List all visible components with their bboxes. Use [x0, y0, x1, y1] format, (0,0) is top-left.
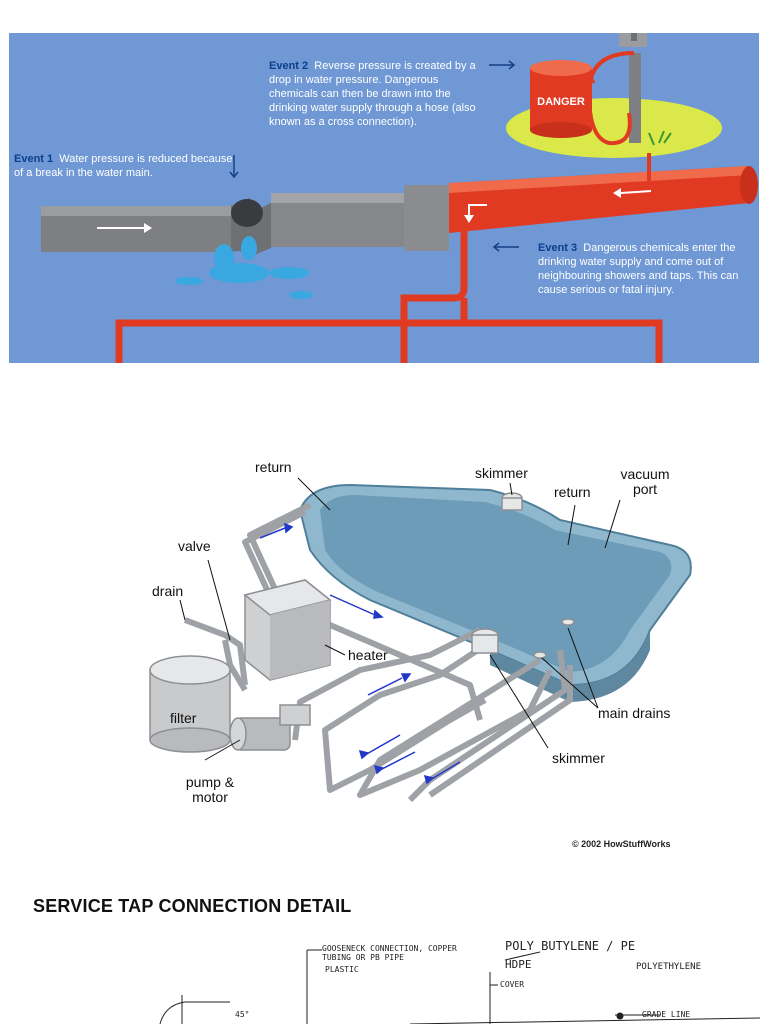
event-1-text: Event 1 Water pressure is reduced becaus…: [14, 152, 239, 180]
event-2-text: Event 2 Reverse pressure is created by a…: [269, 59, 484, 129]
label-drain: drain: [152, 584, 183, 599]
danger-label: DANGER: [537, 96, 585, 108]
event-2-tag: Event 2: [269, 60, 308, 72]
note-poly: POLY BUTYLENE / PE: [505, 942, 635, 951]
label-skimmer-bottom: skimmer: [552, 751, 605, 766]
heater-box: [245, 580, 330, 680]
label-main-drains: main drains: [598, 706, 670, 721]
note-cover: COVER: [500, 980, 524, 989]
event-3-text: Event 3 Dangerous chemicals enter the dr…: [538, 241, 743, 297]
service-tap-title: SERVICE TAP CONNECTION DETAIL: [33, 896, 352, 917]
note-hdpe: HDPE: [505, 960, 532, 969]
note-gooseneck: GOOSENECK CONNECTION, COPPER TUBING OR P…: [322, 944, 472, 962]
note-angle: 45°: [235, 1010, 249, 1019]
note-polyethylene: POLYETHYLENE: [636, 963, 701, 972]
copyright-notice: © 2002 HowStuffWorks: [572, 839, 671, 849]
label-skimmer-top: skimmer: [475, 466, 528, 481]
label-pump-motor: pump & motor: [180, 775, 240, 805]
note-grade-line: GRADE LINE: [642, 1010, 690, 1019]
label-heater: heater: [348, 648, 388, 663]
label-vacuum-port: vacuum port: [615, 467, 675, 497]
label-return-right: return: [554, 485, 591, 500]
cross-connection-illustration: DANGER Event 2 Reverse pressure is creat…: [9, 33, 759, 363]
event-3-tag: Event 3: [538, 242, 577, 254]
service-tap-drawing: GOOSENECK CONNECTION, COPPER TUBING OR P…: [0, 930, 768, 1024]
label-return-top: return: [255, 460, 292, 475]
pool-plumbing-diagram: return skimmer return vacuum port valve …: [130, 450, 710, 860]
label-valve: valve: [178, 539, 211, 554]
filter-tank: [150, 656, 230, 752]
event-1-tag: Event 1: [14, 153, 53, 165]
red-water-main: [449, 166, 758, 233]
label-filter: filter: [170, 711, 196, 726]
note-plastic: PLASTIC: [325, 965, 359, 974]
